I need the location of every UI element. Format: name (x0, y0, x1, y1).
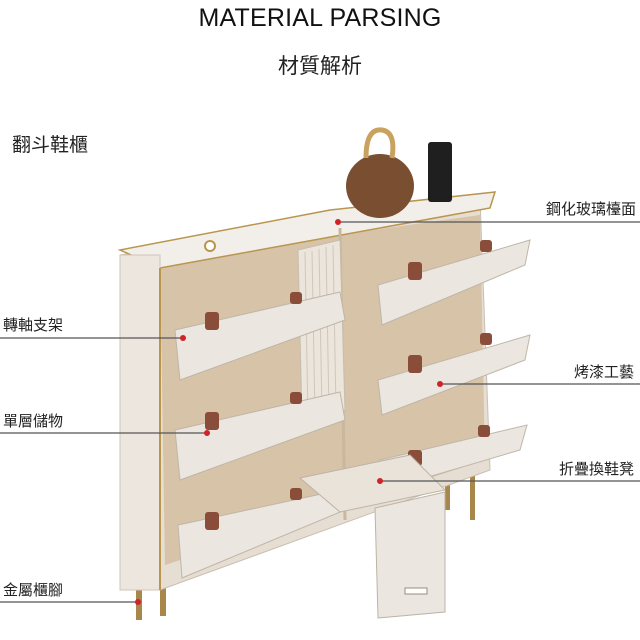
callout-baking-paint: 烤漆工藝 (573, 363, 634, 381)
callout-metal-legs: 金屬櫃腳 (3, 581, 64, 599)
callout-single-layer-storage: 單層儲物 (3, 412, 64, 430)
title-english: MATERIAL PARSING (198, 4, 442, 32)
callout-dots (135, 219, 443, 605)
handbag (346, 127, 414, 218)
callout-pivot-bracket: 轉軸支架 (3, 316, 64, 334)
bottle (428, 142, 452, 202)
folding-bench (298, 454, 447, 619)
callout-folding-bench: 折疊換鞋凳 (558, 460, 634, 478)
shoes (205, 240, 492, 530)
callout-lines (0, 221, 640, 603)
callout-tempered-glass-top: 鋼化玻璃檯面 (545, 200, 636, 218)
title-chinese: 材質解析 (278, 54, 362, 78)
product-name: 翻斗鞋櫃 (12, 134, 89, 156)
